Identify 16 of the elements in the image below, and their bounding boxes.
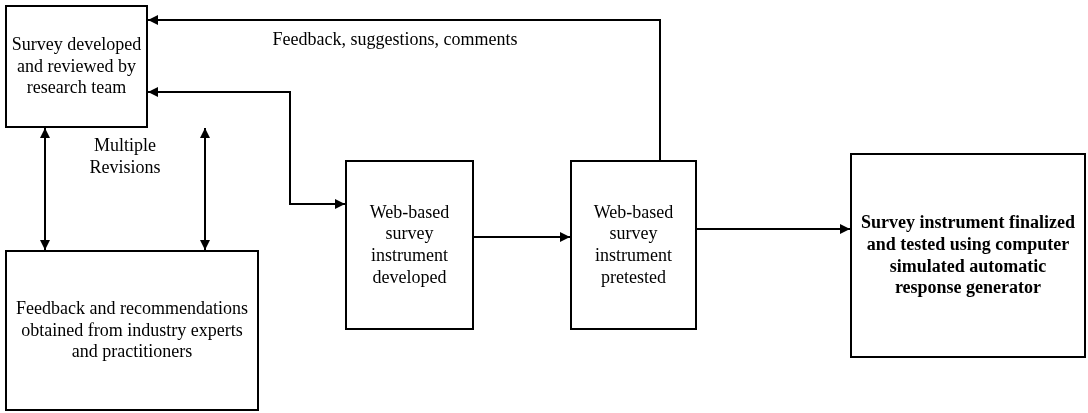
box-text: Web-based survey instrument pretested bbox=[592, 201, 675, 289]
arrow bbox=[696, 224, 851, 234]
arrow bbox=[40, 127, 50, 251]
process-box bbox=[5, 5, 148, 128]
arrow bbox=[200, 127, 210, 251]
arrow bbox=[147, 87, 346, 209]
process-box bbox=[570, 160, 697, 330]
process-box bbox=[850, 153, 1086, 358]
process-box bbox=[5, 250, 259, 411]
arrow bbox=[147, 15, 661, 161]
box-text: Survey instrument finalized and tested using computer simulated automatic response generator bbox=[860, 212, 1076, 299]
process-box bbox=[345, 160, 474, 330]
box-text: Survey developed and reviewed by research team bbox=[11, 34, 142, 99]
box-text: Web-based survey instrument developed bbox=[368, 201, 451, 289]
arrow bbox=[473, 232, 571, 242]
box-text: Feedback and recommendations obtained from industry experts and practitioners bbox=[15, 298, 249, 363]
